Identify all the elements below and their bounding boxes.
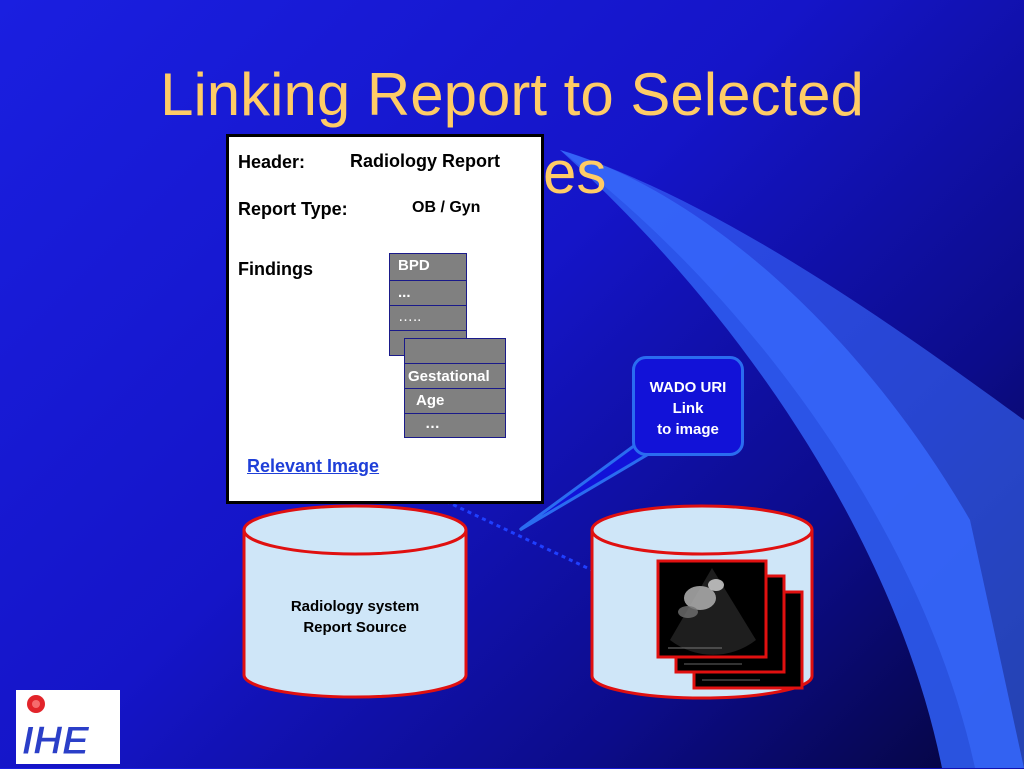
ultrasound-image-stack <box>656 559 804 690</box>
findings-row: ... <box>389 280 467 306</box>
callout-line: to image <box>657 421 719 438</box>
callout-line: Link <box>672 400 704 417</box>
slide-title: Linking Report to Selected <box>160 61 864 128</box>
ihe-logo-icon: IHE <box>22 695 91 764</box>
findings-row: ….. <box>389 305 467 331</box>
wado-callout: WADO URI Link to image <box>632 356 744 456</box>
callout-line: WADO URI <box>649 379 727 396</box>
svg-text:IHE: IHE <box>22 719 90 763</box>
header-value: Radiology Report <box>350 151 501 171</box>
ihe-logo: IHE <box>16 690 120 764</box>
findings-row: Age <box>404 388 506 414</box>
findings-row: BPD <box>389 253 467 281</box>
report-type-value: OB / Gyn <box>412 199 481 216</box>
source-line: Radiology system <box>290 598 420 615</box>
relevant-image-link[interactable]: Relevant Image <box>247 456 380 476</box>
header-label: Header: <box>238 152 306 172</box>
slide-title-continued: es <box>543 139 607 206</box>
source-line: Report Source <box>303 619 407 636</box>
findings-row: … <box>404 413 506 438</box>
report-source-database-icon <box>242 504 468 699</box>
report-document: Header: Radiology Report Report Type: OB… <box>226 134 544 504</box>
findings-label: Findings <box>238 259 313 279</box>
findings-row: Gestational <box>404 363 506 389</box>
report-type-label: Report Type: <box>238 199 348 219</box>
report-source-label: Radiology system Report Source <box>244 596 466 638</box>
